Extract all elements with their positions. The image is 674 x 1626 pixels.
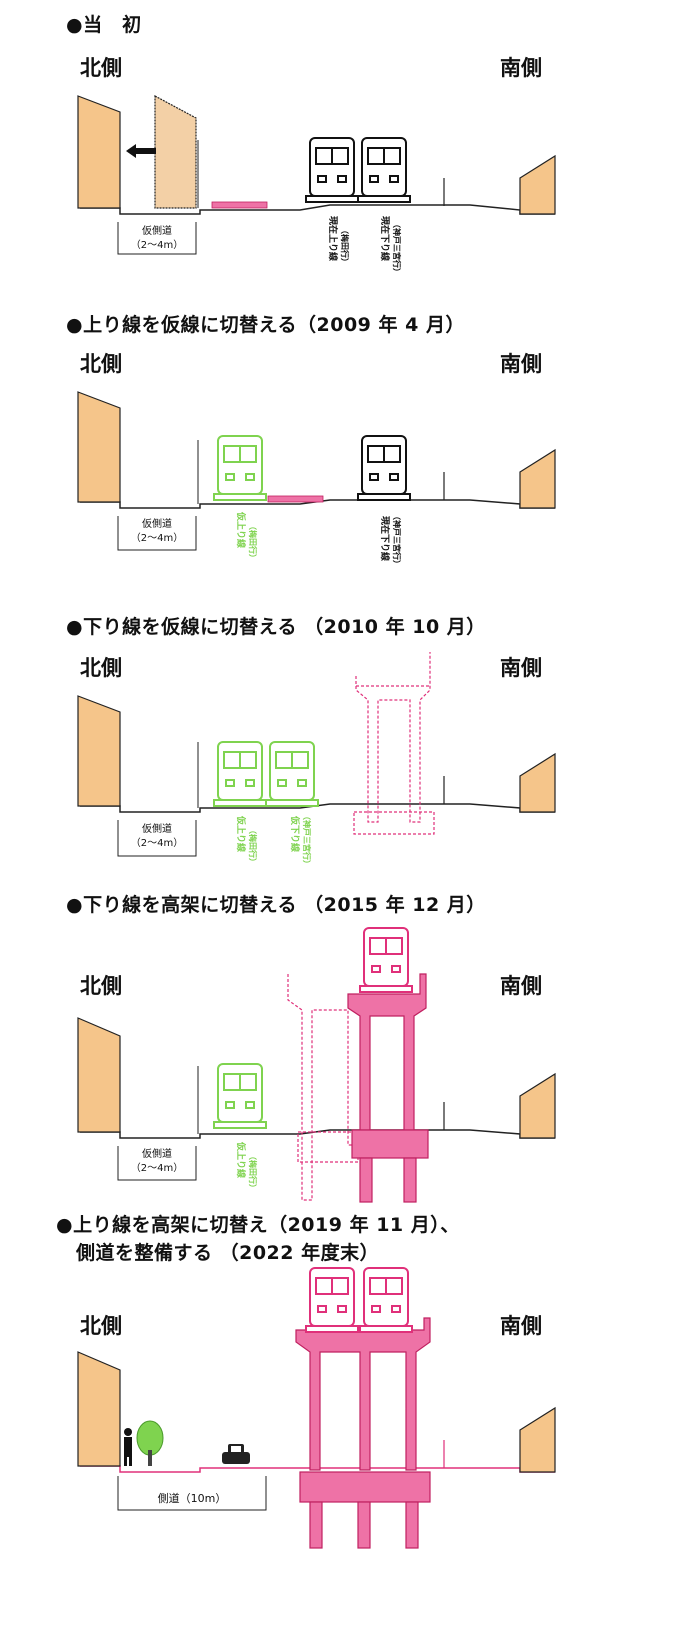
track-bed	[211, 201, 268, 209]
train-down-elevated	[359, 927, 413, 993]
track-label-down: 現在下り線	[379, 216, 391, 261]
arrow-icon	[126, 144, 156, 158]
north-building	[77, 695, 121, 807]
south-label: 南側	[500, 56, 542, 80]
ground-line	[80, 1129, 555, 1139]
stage-title-line2: 側道を整備する （2022 年度末）	[76, 1242, 380, 1264]
train-down-temp	[265, 741, 319, 807]
train-up-elevated	[305, 1267, 359, 1333]
south-label: 南側	[500, 352, 542, 376]
road-label: 仮側道 （2～4m）	[118, 823, 196, 851]
road-bracket	[117, 1476, 267, 1511]
track-bed	[267, 495, 324, 503]
road-bracket	[117, 1146, 197, 1181]
south-building	[519, 752, 556, 813]
stage-title: ●当 初	[66, 14, 142, 36]
stage-title: ●下り線を仮線に切替える （2010 年 10 月）	[66, 616, 486, 638]
cross-section: 仮上り線 （梅田行） 仮下り線 （神戸三宮行）	[77, 652, 556, 868]
south-label: 南側	[500, 974, 542, 998]
north-label: 北側	[80, 56, 122, 80]
train-down	[357, 435, 411, 501]
train-down	[357, 137, 411, 203]
track-label-down: 仮下り線	[289, 815, 301, 852]
cross-section: 仮上り線 （梅田行） 現在下り線 （神戸三宮行）	[77, 391, 556, 568]
north-building	[77, 391, 121, 503]
person-icon	[124, 1428, 132, 1466]
north-building	[77, 1017, 121, 1133]
track-sub-up: （梅田行）	[248, 522, 258, 562]
track-sub-up: （梅田行）	[248, 826, 258, 866]
track-label-down: 計画下り線	[381, 1372, 394, 1422]
road-name: 仮側道	[142, 519, 172, 530]
south-building	[519, 1072, 556, 1139]
viaduct	[295, 1317, 431, 1549]
train-up-temp	[213, 1063, 267, 1129]
stage-title: ●上り線を高架に切替え（2019 年 11 月）、	[56, 1214, 460, 1236]
car-icon	[222, 1444, 250, 1464]
track-label-up: 現在上り線	[327, 216, 339, 261]
road-width: （2～4m）	[130, 240, 184, 251]
track-label-up: 計画上り線	[329, 1372, 342, 1422]
north-label: 北側	[80, 1314, 122, 1338]
road-name: 仮側道	[142, 226, 172, 237]
stage-1: ●当 初 北側 南側	[0, 0, 674, 300]
cross-section: 計画上り線 （梅田行） 計画下り線 （神戸三宮行）	[77, 1267, 556, 1549]
track-label-up: 仮上り線	[235, 511, 247, 548]
track-sub-down: （神戸三宮行）	[392, 512, 402, 568]
south-building	[519, 1406, 556, 1473]
track-label-down: 計画下り線	[379, 1030, 392, 1080]
stage-5: ●上り線を高架に切替え（2019 年 11 月）、 側道を整備する （2022 …	[0, 1210, 674, 1626]
track-sub-down: （神戸三宮行）	[396, 1366, 406, 1422]
road-width: （2～4m）	[130, 533, 184, 544]
stage-2: ●上り線を仮線に切替える（2009 年 4 月） 北側 南側 仮上り線 （梅田行…	[0, 300, 674, 600]
stage-4: ●下り線を高架に切替える （2015 年 12 月） 北側 南側	[0, 890, 674, 1210]
train-up	[305, 137, 359, 203]
track-sub-down: （神戸三宮行）	[394, 1022, 404, 1078]
stage-title: ●下り線を高架に切替える （2015 年 12 月）	[66, 894, 486, 916]
train-up-temp	[213, 741, 267, 807]
north-label: 北側	[80, 656, 122, 680]
road-label: 仮側道 （2～4m）	[118, 518, 196, 546]
north-label: 北側	[80, 974, 122, 998]
track-sub-up: （梅田行）	[344, 1378, 354, 1418]
south-label: 南側	[500, 1314, 542, 1338]
track-label-down: 現在下り線	[379, 516, 391, 561]
road-label: 側道（10m）	[118, 1492, 266, 1506]
road-bracket	[117, 222, 197, 255]
south-building	[519, 448, 556, 509]
road-label: 仮側道 （2～4m）	[118, 225, 196, 253]
cross-section: 仮上り線 （梅田行） 計画下り線 （神戸三宮行）	[77, 927, 556, 1203]
track-sub-down: （神戸三宮行）	[302, 812, 312, 868]
track-label-up: 仮上り線	[235, 815, 247, 852]
viaduct-south	[347, 973, 429, 1203]
demolished-building	[154, 94, 197, 209]
north-label: 北側	[80, 352, 122, 376]
viaduct-outline	[353, 652, 435, 835]
ground-line	[80, 204, 555, 215]
road-width: （2～4m）	[130, 838, 184, 849]
north-building	[77, 1351, 121, 1467]
road-name: 仮側道	[142, 824, 172, 835]
tree-icon	[136, 1420, 164, 1466]
road-label: 仮側道 （2～4m）	[118, 1148, 196, 1176]
road-name: 側道（10m）	[157, 1492, 227, 1505]
track-sub-up: （梅田行）	[248, 1152, 258, 1192]
train-up-temp	[213, 435, 267, 501]
north-building	[77, 95, 121, 209]
road-name: 仮側道	[142, 1149, 172, 1160]
road-width: （2～4m）	[130, 1163, 184, 1174]
train-down-elevated	[359, 1267, 413, 1333]
stage-3: ●下り線を仮線に切替える （2010 年 10 月） 北側 南側	[0, 600, 674, 890]
track-sub-down: （神戸三宮行）	[392, 220, 402, 276]
road-bracket	[117, 820, 197, 857]
south-building	[519, 154, 556, 215]
road-bracket	[117, 516, 197, 551]
stage-title: ●上り線を仮線に切替える（2009 年 4 月）	[66, 314, 465, 336]
track-label-up: 仮上り線	[235, 1141, 247, 1178]
track-sub-up: （梅田行）	[340, 226, 350, 266]
south-label: 南側	[500, 656, 542, 680]
cross-section: 現在上り線 （梅田行） 現在下り線 （神戸三宮行）	[77, 94, 556, 276]
